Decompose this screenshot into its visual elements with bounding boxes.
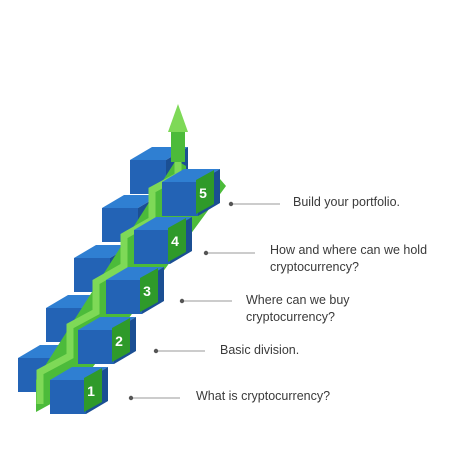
step-3-label: Where can we buy cryptocurrency? bbox=[246, 293, 350, 324]
up-arrow-icon bbox=[168, 104, 188, 132]
step-1-label: What is cryptocurrency? bbox=[196, 389, 331, 403]
step-4-face bbox=[168, 218, 186, 262]
step-3-face bbox=[140, 268, 158, 312]
step-2-number: 2 bbox=[115, 333, 123, 349]
up-arrow-shaft bbox=[171, 132, 185, 162]
step-2-face bbox=[112, 318, 130, 362]
step-5-label: Build your portfolio. bbox=[293, 195, 401, 209]
green-path bbox=[36, 130, 182, 404]
step-2-label: Basic division. bbox=[220, 343, 300, 357]
step-5-number: 5 bbox=[199, 185, 207, 201]
step-3-connector-dot bbox=[179, 298, 185, 304]
step-4-number: 4 bbox=[171, 233, 179, 249]
step-1-number: 1 bbox=[87, 383, 95, 399]
step-3-number: 3 bbox=[143, 283, 151, 299]
step-2-connector-dot bbox=[153, 348, 159, 354]
step-5-face bbox=[196, 170, 214, 214]
step-1-connector-dot bbox=[128, 395, 134, 401]
step-5-connector-dot bbox=[228, 201, 234, 207]
step-1-face bbox=[84, 368, 102, 412]
step-4-connector-dot bbox=[203, 250, 209, 256]
step-4-label: How and where can we hold cryptocurrency… bbox=[270, 243, 428, 274]
